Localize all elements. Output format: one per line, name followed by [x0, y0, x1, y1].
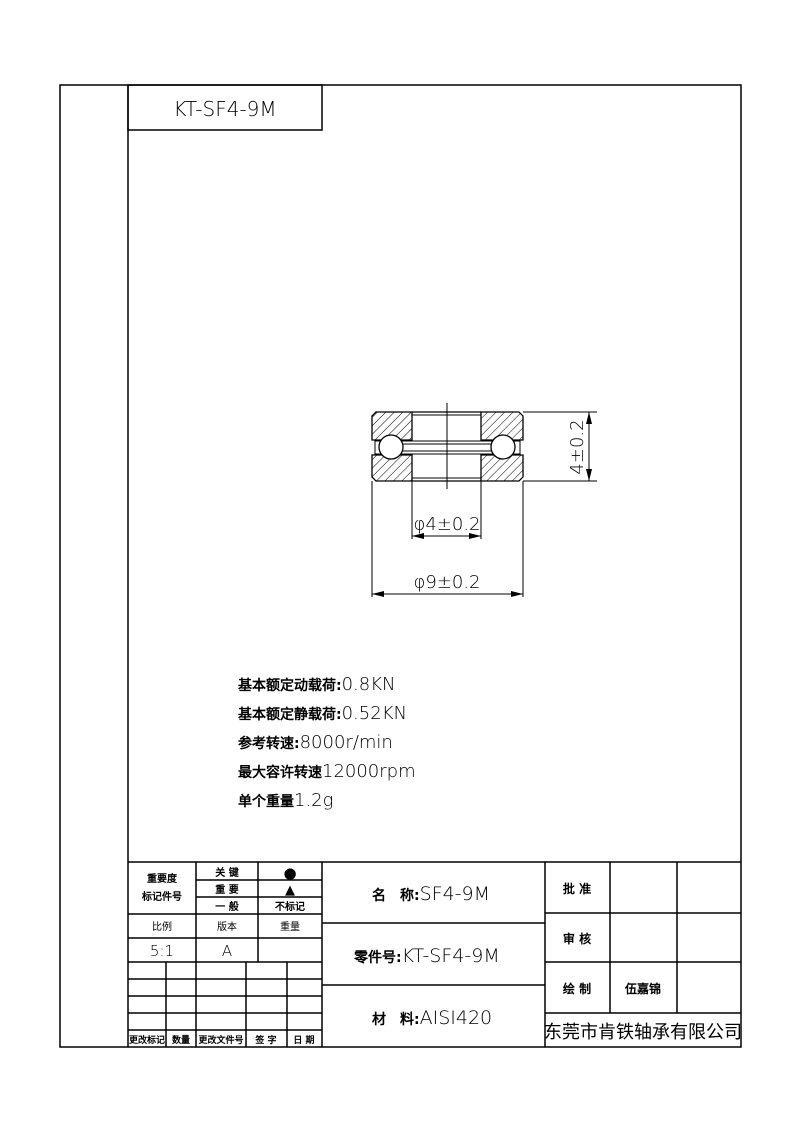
svg-text:比例: 比例 [152, 920, 172, 933]
dimension-height: 4±0.2 [523, 411, 597, 482]
svg-text:材 料:AISI420: 材 料:AISI420 [372, 1007, 492, 1029]
svg-text:5:1: 5:1 [150, 942, 174, 960]
title-block [128, 861, 741, 1047]
svg-text:重要度: 重要度 [147, 872, 178, 885]
bearing-section-view [371, 403, 524, 489]
svg-text:批 准: 批 准 [563, 881, 591, 896]
spec-list: 基本额定动载荷:0.8KN 基本额定静载荷:0.52KN 参考转速:8000r/… [238, 674, 416, 811]
svg-text:关 键: 关 键 [215, 866, 239, 879]
ball-left [378, 434, 404, 460]
spec-max-speed: 最大容许转速12000rpm [238, 761, 416, 782]
svg-text:φ9±0.2: φ9±0.2 [413, 572, 480, 593]
important-mark-icon: ▲ [285, 883, 295, 898]
svg-text:重 要: 重 要 [215, 883, 238, 896]
spec-weight: 单个重量1.2g [238, 790, 333, 811]
title-box [127, 84, 323, 131]
svg-text:版本: 版本 [217, 920, 237, 933]
ball-right [490, 434, 516, 460]
svg-text:标记件号: 标记件号 [141, 890, 182, 903]
key-mark-icon: ● [283, 864, 296, 882]
svg-text:更改标记: 更改标记 [129, 1034, 165, 1046]
svg-text:日 期: 日 期 [293, 1034, 314, 1046]
housing-washer-right [480, 454, 524, 482]
svg-text:重量: 重量 [280, 920, 300, 933]
svg-text:一 般: 一 般 [215, 900, 238, 913]
housing-washer-left [371, 454, 413, 482]
svg-text:绘 制: 绘 制 [563, 981, 591, 996]
svg-text:名 称:SF4-9M: 名 称:SF4-9M [372, 883, 490, 905]
svg-text:更改文件号: 更改文件号 [198, 1034, 243, 1046]
svg-text:不标记: 不标记 [275, 900, 305, 913]
svg-text:数量: 数量 [172, 1034, 190, 1046]
svg-text:审 核: 审 核 [563, 931, 591, 946]
svg-text:零件号:KT-SF4-9M: 零件号:KT-SF4-9M [353, 945, 500, 967]
svg-text:4±0.2: 4±0.2 [567, 419, 588, 474]
drawing-number: KT-SF4-9M [173, 97, 276, 121]
svg-text:签 字: 签 字 [254, 1034, 276, 1046]
svg-text:A: A [222, 942, 232, 960]
outer-frame [59, 84, 742, 1048]
svg-text:伍嘉锦: 伍嘉锦 [624, 981, 661, 996]
spec-reference-speed: 参考转速:8000r/min [238, 732, 393, 753]
dimension-inner-diameter: φ4±0.2 [411, 481, 482, 539]
shaft-washer-right [480, 411, 524, 441]
dimension-outer-diameter: φ9±0.2 [371, 481, 524, 597]
title-block-text: 重要度 标记件号 关 键 重 要 一 般 ● ▲ 不标记 比例 版本 重量 5:… [129, 864, 742, 1046]
svg-text:φ4±0.2: φ4±0.2 [413, 514, 480, 535]
company-name: 东莞市肯铁轴承有限公司 [544, 1022, 742, 1043]
spec-static-load: 基本额定静载荷:0.52KN [238, 703, 407, 724]
spec-dynamic-load: 基本额定动载荷:0.8KN [238, 674, 396, 695]
